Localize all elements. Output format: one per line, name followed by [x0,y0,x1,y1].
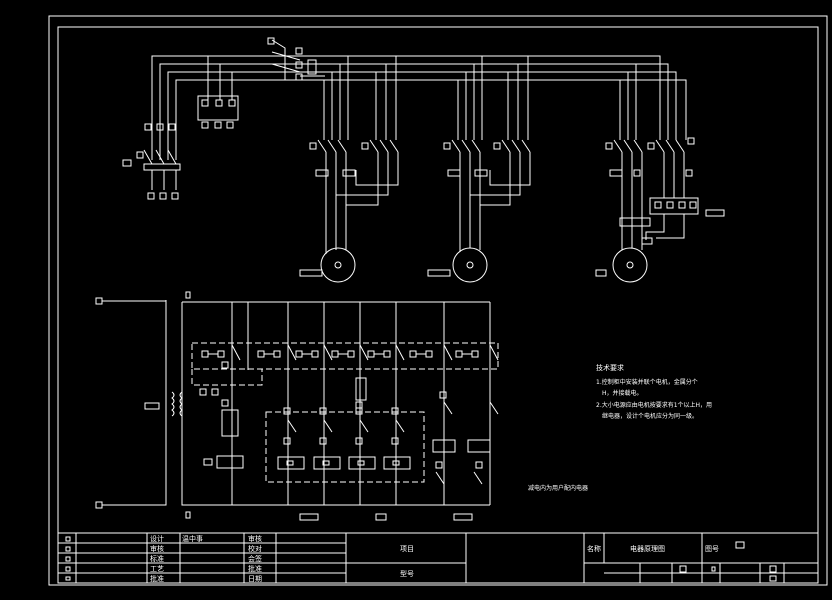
main-breaker [122,123,181,200]
notes-line-1a: 1.控制柜中安装并联个电机，金属分个 [596,378,698,386]
label-proofread: 校对 [248,544,262,553]
label-approval: 批准 [248,564,262,573]
drawing-number-label: 图号 [705,545,719,553]
control-transformer [95,291,191,519]
notes-line-2a: 2.大小电源应由电机按要求有1个以上H，用 [596,401,712,409]
title-block-grid [57,532,819,584]
name-label: 名称 [587,544,601,553]
diagram-caption: 减电内为用户配内电器 [528,484,588,492]
designer-name: 温中事 [182,534,203,543]
drawing-name: 电器原理图 [630,544,665,553]
control-circuit [181,301,499,521]
notes-line-1b: H，并接载电。 [602,389,643,397]
label-design: 设计 [150,534,164,543]
label-process: 工艺 [150,565,164,573]
title-block-text: 设计 审核 标准 工艺 批准 温中事 审核 校对 会签 批准 日期 项目 型号 … [150,534,719,583]
model-label: 型号 [400,569,414,578]
label-approve: 批准 [150,574,164,583]
notes-title: 技术要求 [596,363,624,372]
label-review: 审核 [150,544,164,553]
label-standard: 标准 [150,554,164,563]
motor-branch-2 [427,56,531,283]
main-power-bus [151,37,687,160]
motor-branch-1 [299,56,399,283]
technical-notes: 技术要求 1.控制柜中安装并联个电机，金属分个 H，并接载电。 2.大小电源应由… [596,363,712,420]
label-date: 日期 [248,575,262,583]
motor-branch-3 [595,64,725,283]
label-check: 审核 [248,534,262,543]
project-label: 项目 [400,545,414,553]
bus-tap-transformer [197,56,239,129]
label-countersign: 会签 [248,554,262,563]
notes-line-2b: 继电器，设计个电机应分为同一级。 [602,412,698,420]
